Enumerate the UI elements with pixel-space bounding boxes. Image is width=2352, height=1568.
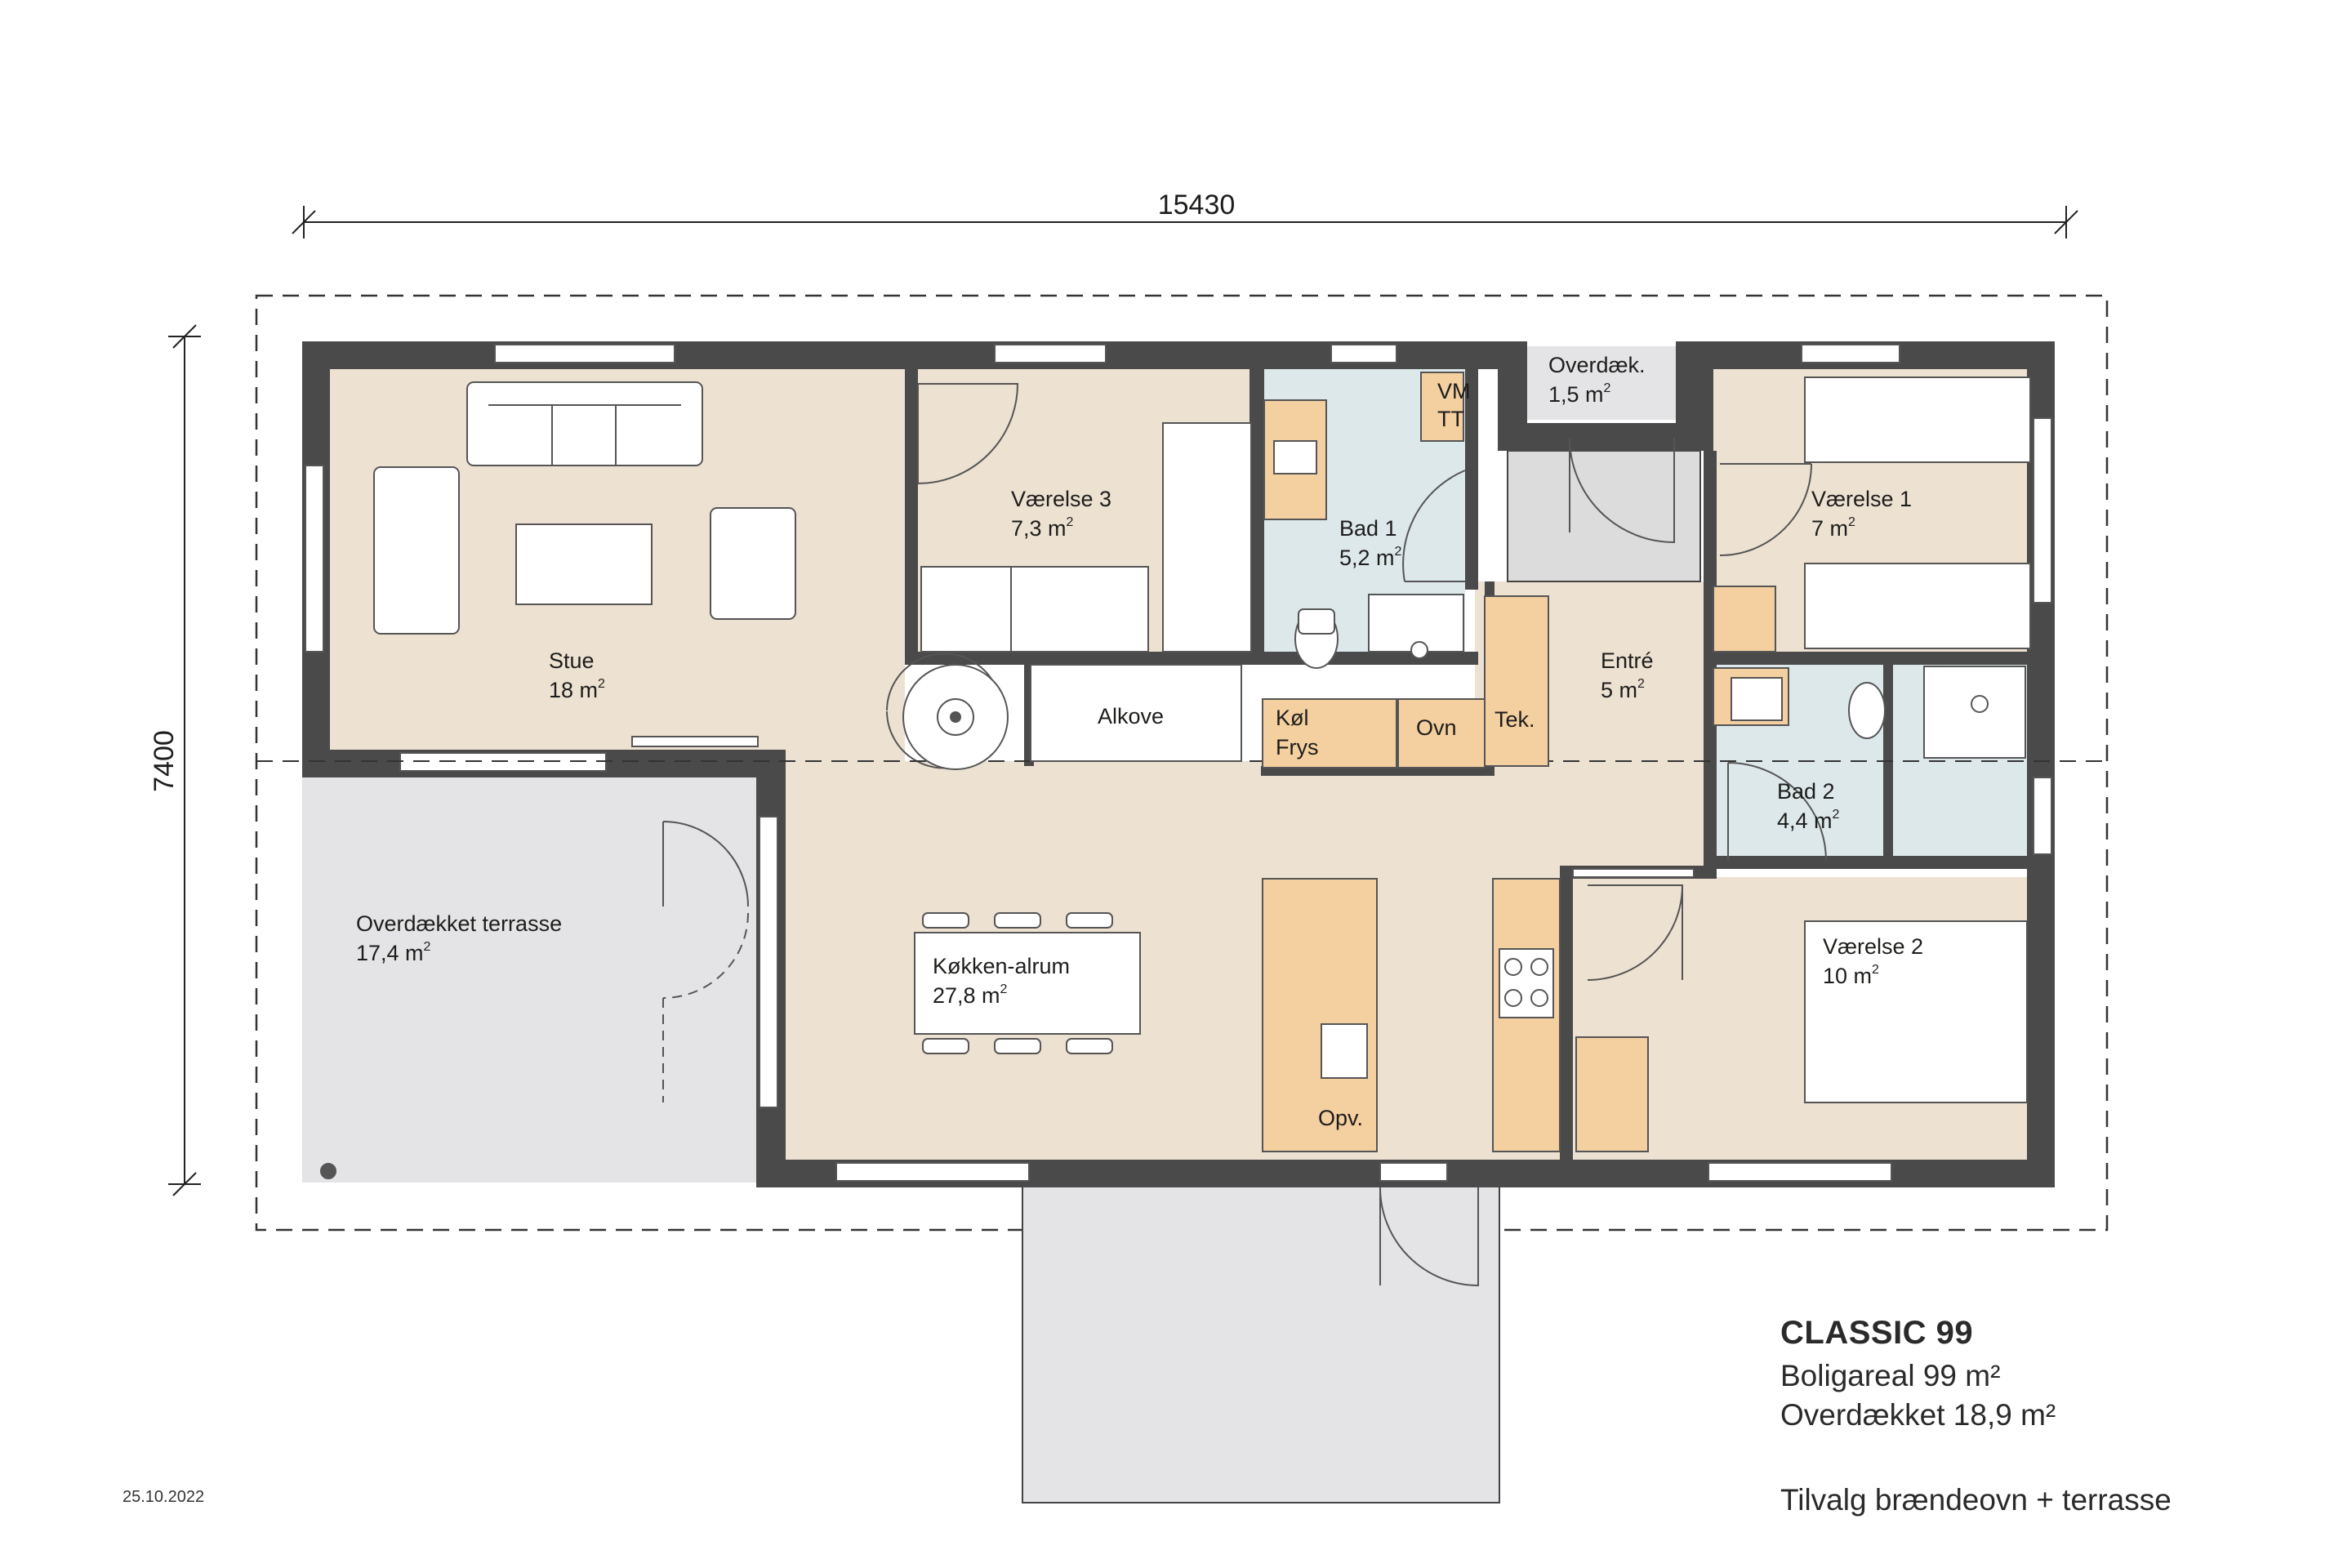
overdaek-label: Overdæk.	[1548, 353, 1646, 377]
tt-label: TT	[1437, 407, 1464, 431]
plan-date: 25.10.2022	[122, 1488, 205, 1506]
terrasse-area: 17,4 m2	[356, 940, 431, 965]
living-area: Boligareal 99 m²	[1780, 1359, 2001, 1392]
depth-dimension	[168, 324, 201, 1196]
dining-chairs	[922, 912, 1113, 1054]
bad1-area: 5,2 m2	[1339, 545, 1402, 570]
room-labels: Stue 18 m2 Værelse 3 7,3 m2 Bad 1 5,2 m2…	[356, 353, 1923, 1130]
vaerelse2-area: 10 m2	[1823, 963, 1879, 988]
vaerelse1-label: Værelse 1	[1811, 487, 1912, 511]
covered-area: Overdækket 18,9 m²	[1780, 1398, 2056, 1432]
vaerelse1-area: 7 m2	[1811, 515, 1855, 541]
vm-label: VM	[1437, 379, 1471, 403]
hall-floor	[782, 660, 887, 766]
stue-label: Stue	[549, 648, 595, 673]
option-text: Tilvalg brændeovn + terrasse	[1780, 1483, 2172, 1517]
kokken-area: 27,8 m2	[933, 982, 1008, 1008]
overdaek-area: 1,5 m2	[1548, 381, 1611, 407]
entre-area: 5 m2	[1601, 677, 1645, 702]
alkove-label: Alkove	[1098, 704, 1164, 728]
outdoor-terrace	[1022, 1182, 1500, 1503]
vaerelse3-area: 7,3 m2	[1011, 515, 1074, 541]
depth-dimension-label: 7400	[149, 730, 180, 792]
tek-label: Tek.	[1494, 707, 1535, 732]
kokken-label: Køkken-alrum	[933, 954, 1070, 978]
width-dimension-label: 15430	[1158, 189, 1236, 220]
ovn-label: Ovn	[1416, 715, 1457, 740]
vaerelse3-label: Værelse 3	[1011, 487, 1111, 511]
bad1-label: Bad 1	[1339, 516, 1397, 541]
roof-outline	[255, 294, 2109, 1232]
title-block: CLASSIC 99 Boligareal 99 m² Overdækket 1…	[1780, 1315, 2172, 1520]
width-dimension	[292, 206, 2078, 238]
vaerelse2-label: Værelse 2	[1823, 934, 1923, 959]
kol-label: Køl	[1276, 706, 1309, 730]
bad2-area: 4,4 m2	[1777, 808, 1840, 833]
opv-label: Opv.	[1318, 1106, 1363, 1130]
terrace-floor	[302, 777, 760, 1183]
furniture	[320, 376, 2031, 1179]
stue-area: 18 m2	[549, 677, 605, 702]
bad2-label: Bad 2	[1777, 779, 1835, 804]
terrasse-label: Overdækket terrasse	[356, 911, 562, 936]
overdaek-floor	[1527, 346, 1676, 420]
frys-label: Frys	[1276, 735, 1318, 760]
model-name: CLASSIC 99	[1780, 1315, 1974, 1351]
entre-label: Entré	[1601, 648, 1654, 673]
